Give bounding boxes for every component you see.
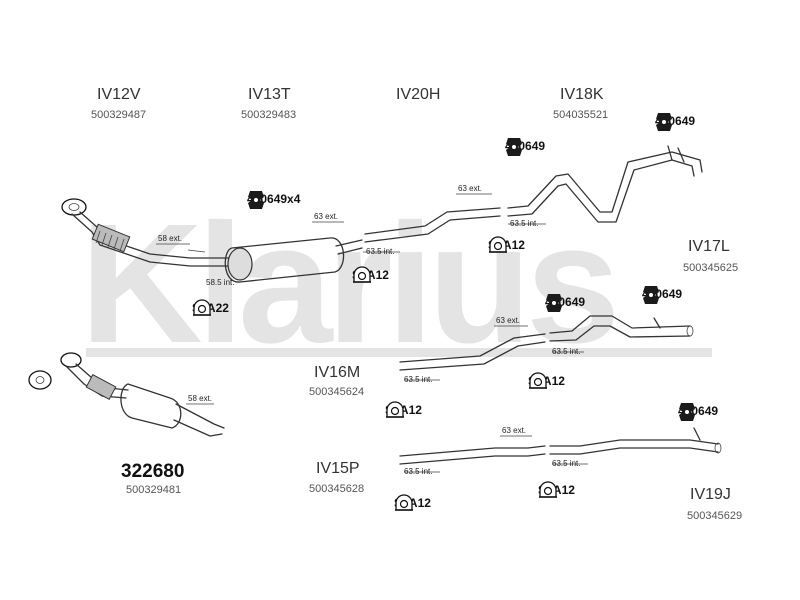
clamp-icon bbox=[395, 494, 413, 511]
dim-label-3: 63 ext. bbox=[314, 212, 339, 221]
code-iv16m: IV16M bbox=[314, 364, 361, 381]
clamp-2[interactable]: SYA12 bbox=[352, 266, 389, 284]
rubber-mount-icon bbox=[656, 113, 672, 131]
clamp-icon bbox=[353, 266, 371, 283]
rubber-mount-icon bbox=[506, 138, 522, 156]
part-number-iv16m: 500345624 bbox=[309, 386, 365, 398]
clamp-3[interactable]: SYA12 bbox=[488, 236, 525, 254]
clamp-icon bbox=[489, 236, 507, 253]
watermark-bar bbox=[86, 348, 712, 357]
code-iv17l: IV17L bbox=[688, 238, 730, 255]
clamp-icon bbox=[386, 401, 404, 418]
code-iv15p: IV15P bbox=[316, 460, 360, 477]
part-number-iv19j: 500345629 bbox=[687, 510, 743, 522]
mount-1[interactable]: 420649x4 bbox=[247, 190, 300, 209]
clamp-7[interactable]: SYA12 bbox=[394, 494, 431, 512]
part-number-kit: 500329481 bbox=[126, 484, 182, 496]
dim-label-10: 58 ext. bbox=[188, 394, 213, 403]
code-iv12v: IV12V bbox=[97, 86, 141, 103]
code-iv19j: IV19J bbox=[690, 486, 731, 503]
dim-label-2: 58.5 int. bbox=[206, 278, 235, 287]
clamp-5[interactable]: SYA12 bbox=[385, 401, 422, 419]
rear-pipe-iv17l[interactable] bbox=[549, 315, 694, 342]
rear-pipe-iv19j[interactable] bbox=[549, 427, 722, 455]
silencer-iv13t[interactable] bbox=[204, 237, 363, 283]
mount-6[interactable]: 420649 bbox=[678, 402, 718, 421]
catalytic-converter-322680[interactable] bbox=[28, 352, 225, 437]
dim-label-7: 63 ext. bbox=[496, 316, 521, 325]
clamp-icon bbox=[529, 372, 547, 389]
rear-pipe-iv18k[interactable] bbox=[507, 145, 703, 223]
watermark-text: Klarius bbox=[80, 189, 614, 379]
dim-label-12: 63.5 int. bbox=[552, 459, 581, 468]
dim-label-13: 63.5 int. bbox=[404, 467, 433, 476]
part-number-iv15p: 500345628 bbox=[309, 483, 365, 495]
dim-label-5: 63 ext. bbox=[458, 184, 483, 193]
kit-number: 322680 bbox=[121, 461, 185, 482]
intermediate-pipe-iv20h[interactable] bbox=[364, 207, 501, 243]
part-number-iv17l: 500345625 bbox=[683, 262, 739, 274]
front-pipe-iv12v[interactable] bbox=[61, 198, 206, 267]
clamp-icon bbox=[539, 481, 557, 498]
dim-label-8: 63.5 int. bbox=[552, 347, 581, 356]
rubber-mount-icon bbox=[248, 191, 264, 209]
dim-label-6: 63.5 int. bbox=[510, 219, 539, 228]
rubber-mount-icon bbox=[643, 286, 659, 304]
dim-label-9: 63.5 int. bbox=[404, 375, 433, 384]
clamp-6[interactable]: SYA12 bbox=[538, 481, 575, 499]
mount-5[interactable]: 420649 bbox=[642, 285, 682, 304]
code-iv13t: IV13T bbox=[248, 86, 291, 103]
intermediate-pipe-iv16m[interactable] bbox=[399, 333, 546, 371]
dim-label-4: 63.5 int. bbox=[366, 247, 395, 256]
dim-label-1: 58 ext. bbox=[158, 234, 183, 243]
intermediate-pipe-iv15p[interactable] bbox=[399, 445, 546, 465]
part-number-iv13t: 500329483 bbox=[241, 109, 297, 121]
clamp-1[interactable]: SYA22 bbox=[192, 299, 229, 317]
dim-label-11: 63 ext. bbox=[502, 426, 527, 435]
mount-4[interactable]: 420649 bbox=[545, 293, 585, 312]
rubber-mount-icon bbox=[546, 294, 562, 312]
code-iv20h: IV20H bbox=[396, 86, 441, 103]
part-number-iv18k: 504035521 bbox=[553, 109, 609, 121]
clamp-4[interactable]: SYA12 bbox=[528, 372, 565, 390]
mount-3[interactable]: 420649 bbox=[655, 112, 695, 131]
part-number-iv12v: 500329487 bbox=[91, 109, 147, 121]
rubber-mount-icon bbox=[679, 403, 695, 421]
mount-2[interactable]: 420649 bbox=[505, 137, 545, 156]
clamp-icon bbox=[193, 299, 211, 316]
code-iv18k: IV18K bbox=[560, 86, 604, 103]
